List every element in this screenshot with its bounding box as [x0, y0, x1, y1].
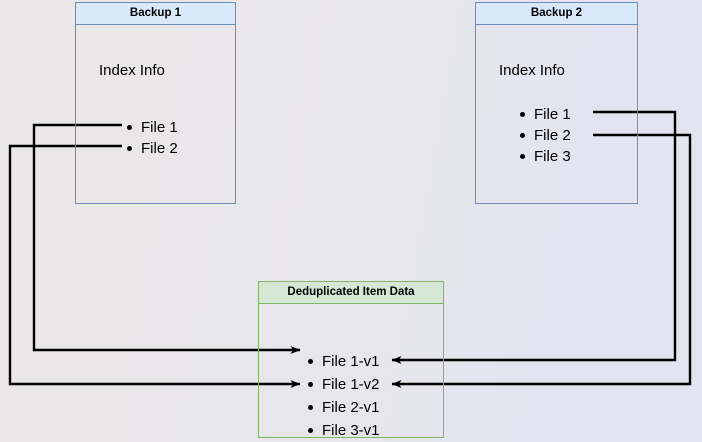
edge-b2-file1-to-file1v2: [391, 110, 677, 364]
list-item: File 2-v1: [305, 396, 380, 419]
node-backup-2-header: Backup 2: [476, 3, 637, 25]
list-item: File 2: [124, 138, 178, 159]
node-deduplicated-item-data-body: File 1-v1 File 1-v2 File 2-v1 File 3-v1: [259, 304, 443, 439]
list-item: File 1: [124, 117, 178, 138]
list-item: File 3: [517, 146, 571, 167]
node-backup-2-body: Index Info File 1 File 2 File 3: [476, 25, 637, 204]
edge-b1-file2-to-file2v1: [8, 144, 301, 388]
node-backup-2-file-list: File 1 File 2 File 3: [517, 104, 571, 167]
node-deduplicated-item-data[interactable]: Deduplicated Item Data File 1-v1 File 1-…: [258, 281, 444, 439]
node-backup-2-title: Index Info: [499, 62, 565, 79]
node-backup-1-file-list: File 1 File 2: [124, 117, 178, 159]
list-item: File 2: [517, 125, 571, 146]
list-item: File 1: [517, 104, 571, 125]
node-deduplicated-item-data-header: Deduplicated Item Data: [259, 282, 443, 304]
node-backup-1-body: Index Info File 1 File 2: [76, 25, 235, 204]
list-item: File 3-v1: [305, 419, 380, 442]
node-backup-1-title: Index Info: [99, 62, 165, 79]
list-item: File 1-v2: [305, 373, 380, 396]
list-item: File 1-v1: [305, 350, 380, 373]
node-backup-1-header: Backup 1: [76, 3, 235, 25]
node-backup-2[interactable]: Backup 2 Index Info File 1 File 2 File 3: [475, 2, 638, 204]
node-backup-1[interactable]: Backup 1 Index Info File 1 File 2: [75, 2, 236, 204]
edge-b1-file1-to-file1v1: [32, 123, 301, 354]
edge-b2-file2-to-file2v1: [391, 133, 692, 388]
node-deduplicated-item-data-file-list: File 1-v1 File 1-v2 File 2-v1 File 3-v1: [305, 350, 380, 442]
